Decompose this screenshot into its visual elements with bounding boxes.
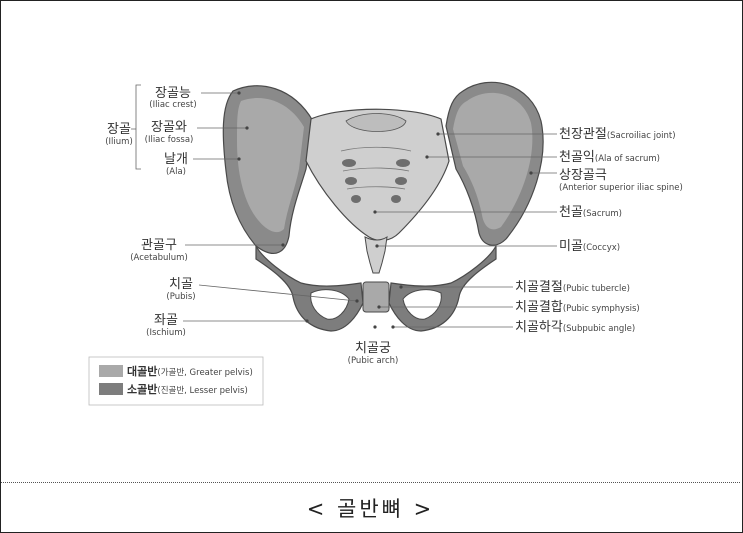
legend-swatch-greater [99,365,123,377]
coccyx-label: 미골 [559,239,583,254]
ala-of-sacrum-label: 천골익 [559,150,595,165]
asis-sublabel: (Anterior superior iliac spine) [559,183,683,193]
right-obturator-foramen [402,289,442,320]
svg-text:천골익(Ala of sacrum): 천골익(Ala of sacrum) [559,150,660,165]
sacroiliac-joint-sublabel: (Sacroiliac joint) [607,131,676,141]
pubic-arch-sublabel: (Pubic arch) [348,356,399,366]
pelvis-diagram: 장골 (Ilium) 장골능 (Iliac crest) 장골와 (Iliac … [88,81,683,406]
coccyx-bone [364,235,388,274]
legend-lesser-label: 소골반 [127,382,157,396]
svg-text:천골(Sacrum): 천골(Sacrum) [559,205,622,220]
legend-greater-label: 대골반 [127,364,157,378]
ischium-label: 좌골 [154,313,178,328]
sacrum-bone [305,108,450,242]
ilium-bracket [131,84,141,170]
sacrum-sublabel: (Sacrum) [583,209,622,219]
ala-label: 날개 [164,152,188,167]
ischium-sublabel: (Ischium) [146,328,186,338]
svg-text:천장관절(Sacroiliac joint): 천장관절(Sacroiliac joint) [559,127,676,142]
pubic-symphysis-cartilage [362,281,390,313]
left-pubis-ischium [255,245,364,332]
iliac-crest-label: 장골능 [155,86,191,101]
svg-text:치골결절(Pubic tubercle): 치골결절(Pubic tubercle) [515,280,630,295]
sacrum-label: 천골 [559,205,583,220]
ilium-sublabel: (Ilium) [105,137,133,147]
left-iliac-fossa [237,98,304,233]
ala-sublabel: (Ala) [166,167,186,177]
ilium-label: 장골 [107,122,131,137]
acetabulum-sublabel: (Acetabulum) [130,253,188,263]
legend-greater-sublabel: (가골반, Greater pelvis) [157,367,252,378]
legend-swatch-lesser [99,383,123,395]
svg-text:소골반(진골반, Lesser pelvis): 소골반(진골반, Lesser pelvis) [127,382,248,396]
pubis-sublabel: (Pubis) [166,292,195,302]
subpubic-angle-sublabel: (Subpubic angle) [563,324,635,334]
svg-text:치골하각(Subpubic angle): 치골하각(Subpubic angle) [515,320,635,335]
pubis-label: 치골 [169,277,193,292]
right-iliac-fossa [453,92,533,230]
pubic-symphysis-sublabel: (Pubic symphysis) [563,304,640,314]
acetabulum-label: 관골구 [141,238,177,253]
pubic-tubercle-label: 치골결절 [515,280,563,295]
caption-divider [1,482,740,483]
pubic-symphysis-label: 치골결합 [515,300,563,315]
iliac-crest-sublabel: (Iliac crest) [149,100,196,110]
sacral-promontory [345,113,407,132]
svg-text:치골결합(Pubic symphysis): 치골결합(Pubic symphysis) [515,300,640,315]
ala-of-sacrum-sublabel: (Ala of sacrum) [595,154,660,164]
right-pubis-ischium [388,245,497,332]
legend-lesser-sublabel: (진골반, Lesser pelvis) [157,385,247,396]
sacroiliac-joint-label: 천장관절 [559,127,607,142]
pubic-arch-label: 치골궁 [355,341,391,356]
coccyx-sublabel: (Coccyx) [583,243,620,253]
legend: 대골반(가골반, Greater pelvis) 소골반(진골반, Lesser… [88,356,264,406]
iliac-fossa-label: 장골와 [151,120,187,135]
subpubic-angle-label: 치골하각 [515,320,563,335]
asis-label: 상장골극 [559,168,607,183]
pubic-tubercle-sublabel: (Pubic tubercle) [563,284,630,294]
figure-caption: < 골반뼈 > [306,497,435,521]
svg-text:대골반(가골반, Greater pelvis): 대골반(가골반, Greater pelvis) [127,364,253,378]
svg-text:미골(Coccyx): 미골(Coccyx) [559,239,620,254]
sacral-foramina [342,159,410,203]
iliac-fossa-sublabel: (Iliac fossa) [145,135,194,145]
